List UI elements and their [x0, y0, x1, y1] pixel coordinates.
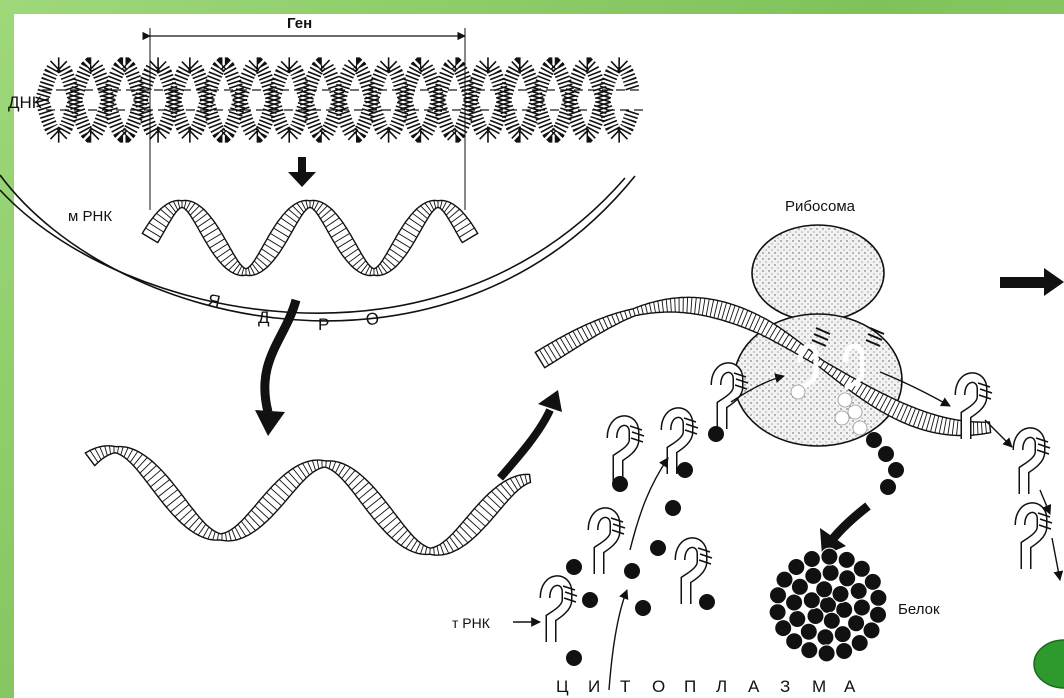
amino-acid — [699, 594, 715, 610]
amino-acid — [677, 462, 693, 478]
trna-molecule — [545, 581, 577, 642]
mrna-ribbon — [142, 200, 477, 275]
protein-bead — [807, 608, 824, 625]
transcription-arrow — [288, 157, 316, 187]
protein-bead — [770, 587, 787, 604]
amino-acid — [582, 592, 598, 608]
amino-acid — [624, 563, 640, 579]
amino-acid — [635, 600, 651, 616]
protein-bead — [834, 626, 851, 643]
cytoplasm-letter: И — [588, 677, 600, 696]
trna-label: т РНК — [452, 615, 491, 631]
to-ribosome-arrow — [500, 390, 562, 478]
nucleus-letter-3: Р — [318, 315, 329, 334]
cytoplasm-letter: М — [812, 677, 826, 696]
protein-bead — [838, 551, 855, 568]
nucleus-letter-4: О — [364, 309, 380, 330]
protein-bead — [769, 604, 786, 621]
protein-bead — [822, 564, 839, 581]
cytoplasm-letter: Т — [620, 677, 630, 696]
protein-bead — [870, 589, 887, 606]
protein-bead — [853, 599, 870, 616]
protein-bead — [775, 620, 792, 637]
nucleus-membrane — [0, 175, 635, 321]
protein-bead — [863, 622, 880, 639]
protein-bead — [817, 629, 834, 646]
protein-globule — [769, 548, 887, 662]
output-arrow — [1000, 268, 1064, 296]
protein-bead — [864, 573, 881, 590]
amino-acid — [566, 559, 582, 575]
ribosome-label: Рибосома — [785, 198, 856, 215]
cytoplasm-mrna-ribbon — [85, 446, 530, 555]
protein-bead — [788, 559, 805, 576]
dna-label: ДНК — [8, 93, 42, 112]
protein-bead — [818, 645, 835, 662]
cytoplasm-letter: О — [652, 677, 665, 696]
dna-helix — [42, 64, 643, 135]
cytoplasm-letter: З — [780, 677, 790, 696]
protein-chain — [866, 432, 904, 495]
protein-bead — [801, 642, 818, 659]
trna-molecule — [612, 421, 644, 482]
protein-bead — [832, 586, 849, 603]
protein-bead — [786, 594, 803, 611]
cytoplasm-letter: П — [684, 677, 696, 696]
amino-acid — [650, 540, 666, 556]
amino-acid — [708, 426, 724, 442]
trna-molecule — [1018, 433, 1050, 494]
trna-molecule — [593, 513, 625, 574]
protein-bead — [836, 643, 853, 660]
protein-bead — [803, 551, 820, 568]
nucleus-letter-2: Д — [258, 308, 270, 327]
protein-bead — [870, 606, 887, 623]
gene-label: Ген — [287, 15, 312, 32]
amino-acid — [665, 500, 681, 516]
leaf-decoration — [1034, 640, 1064, 688]
cytoplasm-letter: А — [748, 677, 760, 696]
amino-acid — [612, 476, 628, 492]
cytoplasm-letter: Ц — [556, 677, 569, 696]
mrna-label: м РНК — [68, 208, 112, 225]
cytoplasm-letter: А — [844, 677, 856, 696]
protein-bead — [805, 567, 822, 584]
protein-bead — [821, 548, 838, 565]
protein-label: Белок — [898, 601, 940, 618]
cytoplasm-letter: Л — [716, 677, 727, 696]
trna-molecule — [1020, 508, 1052, 569]
amino-acid — [566, 650, 582, 666]
